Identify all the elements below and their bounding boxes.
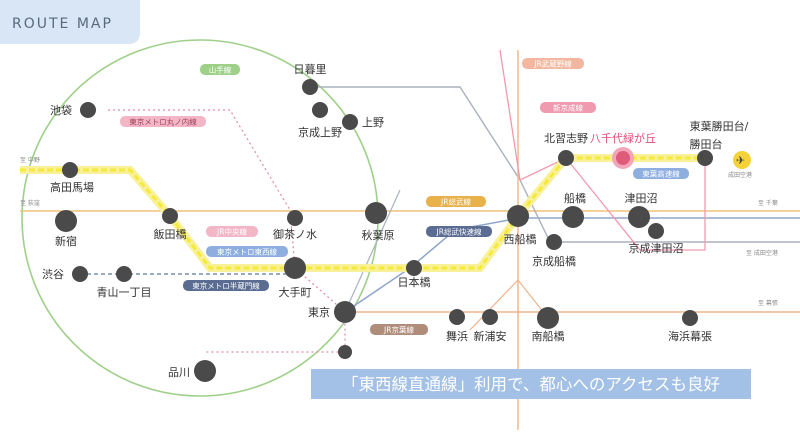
- edge-label-airport: 成田空港: [728, 171, 752, 179]
- station-funabashi[interactable]: [562, 206, 584, 228]
- tozai-line: [20, 156, 705, 270]
- label-tsudanuma: 津田沼: [625, 191, 658, 205]
- badge-marunouchi: 東京メトロ丸ノ内線: [129, 117, 197, 127]
- label-katsutadai: 勝田台: [690, 137, 723, 151]
- label-keisei-tsudanuma: 京成津田沼: [629, 241, 684, 255]
- label-yachiyo: 八千代緑が丘: [590, 131, 656, 145]
- edge-label-right2: 至 成田空港: [746, 249, 778, 257]
- label-aoyama: 青山一丁目: [97, 286, 152, 299]
- station-maihama[interactable]: [449, 309, 465, 325]
- label-akihabara: 秋葉原: [362, 228, 395, 242]
- station-kaihinmakuhari[interactable]: [682, 310, 698, 326]
- label-ikebukuro: 池袋: [50, 103, 72, 117]
- badge-jr-chuo: JR中央線: [216, 227, 247, 237]
- stations: [55, 79, 713, 382]
- grey-connector: [344, 189, 401, 313]
- station-shinurayasu[interactable]: [482, 309, 498, 325]
- musashino-branch-left: [469, 279, 519, 331]
- station-keisei-funabashi[interactable]: [546, 234, 562, 250]
- station-nishifunabashi[interactable]: [507, 205, 529, 227]
- station-kitanarashino[interactable]: [558, 150, 574, 166]
- station-tsudanuma[interactable]: [628, 206, 650, 228]
- tozai-glow: [20, 154, 705, 272]
- badge-jr-keiyo: JR京葉線: [383, 325, 414, 335]
- edge-label-right3: 至 幕張: [758, 299, 778, 307]
- airport-icon: ✈: [733, 151, 751, 169]
- edge-label-left-top: 至 中野: [20, 156, 40, 164]
- badge-metro-tozai: 東京メトロ東西線: [217, 247, 277, 257]
- badge-hanzomon: 東京メトロ半蔵門線: [192, 281, 260, 291]
- label-shinagawa: 品川: [168, 366, 190, 379]
- badge-toyo-rapid: 東葉高速線: [642, 169, 680, 179]
- label-iidabashi: 飯田橋: [154, 227, 187, 241]
- label-ochanomizu: 御茶ノ水: [273, 227, 317, 241]
- station-keisei-ueno[interactable]: [312, 102, 328, 118]
- station-katsutadai[interactable]: [697, 150, 713, 166]
- station-nippori[interactable]: [302, 79, 318, 95]
- label-funabashi: 船橋: [564, 191, 586, 205]
- label-otemachi: 大手町: [279, 285, 312, 299]
- label-tokyo: 東京: [308, 305, 330, 319]
- station-ochanomizu[interactable]: [287, 210, 303, 226]
- label-toyo-katsutadai: 東葉勝田台/: [690, 119, 749, 133]
- label-maihama: 舞浜: [446, 330, 468, 343]
- label-minamifunabashi: 南船橋: [532, 329, 565, 343]
- station-shibuya[interactable]: [72, 266, 88, 282]
- station-takadanobaba[interactable]: [62, 162, 78, 178]
- label-ueno: 上野: [362, 116, 384, 129]
- station-otemachi[interactable]: [284, 257, 306, 279]
- badge-jr-musashino: JR武蔵野線: [533, 59, 572, 69]
- label-nihonbashi: 日本橋: [398, 275, 431, 289]
- line-badges: 山手線 東京メトロ丸ノ内線 JR中央線 東京メトロ東西線 東京メトロ半蔵門線 J…: [120, 58, 689, 335]
- label-nippori: 日暮里: [294, 62, 327, 76]
- badge-shin-keisei: 新京成線: [553, 103, 583, 113]
- badge-jr-sobu: JR総武線: [440, 197, 471, 207]
- label-nishifunabashi: 西船橋: [504, 232, 537, 246]
- label-kaihinmakuhari: 海浜幕張: [668, 329, 712, 343]
- station-tokyo[interactable]: [334, 301, 356, 323]
- label-keisei-ueno: 京成上野: [298, 125, 342, 139]
- badge-yamanote: 山手線: [209, 65, 232, 75]
- svg-text:✈: ✈: [736, 154, 745, 167]
- bottom-banner: 「東西線直通線」利用で、都心へのアクセスも良好: [311, 369, 751, 399]
- banner-text: 「東西線直通線」利用で、都心へのアクセスも良好: [342, 375, 720, 394]
- label-keisei-funabashi: 京成船橋: [532, 254, 576, 268]
- station-yachiyo[interactable]: [616, 151, 630, 165]
- station-minamifunabashi[interactable]: [537, 307, 559, 329]
- shin-keisei-line: [499, 49, 706, 251]
- station-shinagawa[interactable]: [194, 360, 216, 382]
- station-ikebukuro[interactable]: [80, 102, 96, 118]
- label-takadanobaba: 高田馬場: [50, 180, 94, 194]
- station-keisei-tsudanuma[interactable]: [648, 223, 664, 239]
- label-shibuya: 渋谷: [42, 268, 64, 281]
- station-ueno[interactable]: [342, 114, 358, 130]
- station-tokyo-sub[interactable]: [338, 345, 352, 359]
- station-iidabashi[interactable]: [162, 208, 178, 224]
- station-shinjuku[interactable]: [55, 210, 77, 232]
- station-labels: 日暮里 池袋 京成上野 上野 高田馬場 新宿 飯田橋 御茶ノ水 秋葉原 渋谷 青…: [42, 62, 749, 379]
- badge-jr-sobu-rapid: JR総武快速線: [436, 227, 482, 237]
- label-shinjuku: 新宿: [55, 234, 77, 248]
- title-badge: ROUTE MAP: [0, 0, 140, 44]
- edge-labels: 至 中野 至 荻窪 成田空港 至 千葉 至 成田空港 至 幕張: [20, 156, 778, 307]
- label-shinurayasu: 新浦安: [474, 329, 507, 343]
- edge-label-left-mid: 至 荻窪: [20, 199, 40, 207]
- label-kitanarashino: 北習志野: [544, 132, 588, 145]
- station-akihabara[interactable]: [365, 202, 387, 224]
- edge-label-right1: 至 千葉: [758, 199, 778, 207]
- station-nihonbashi[interactable]: [406, 260, 422, 276]
- map-title: ROUTE MAP: [12, 16, 113, 32]
- station-aoyama[interactable]: [116, 266, 132, 282]
